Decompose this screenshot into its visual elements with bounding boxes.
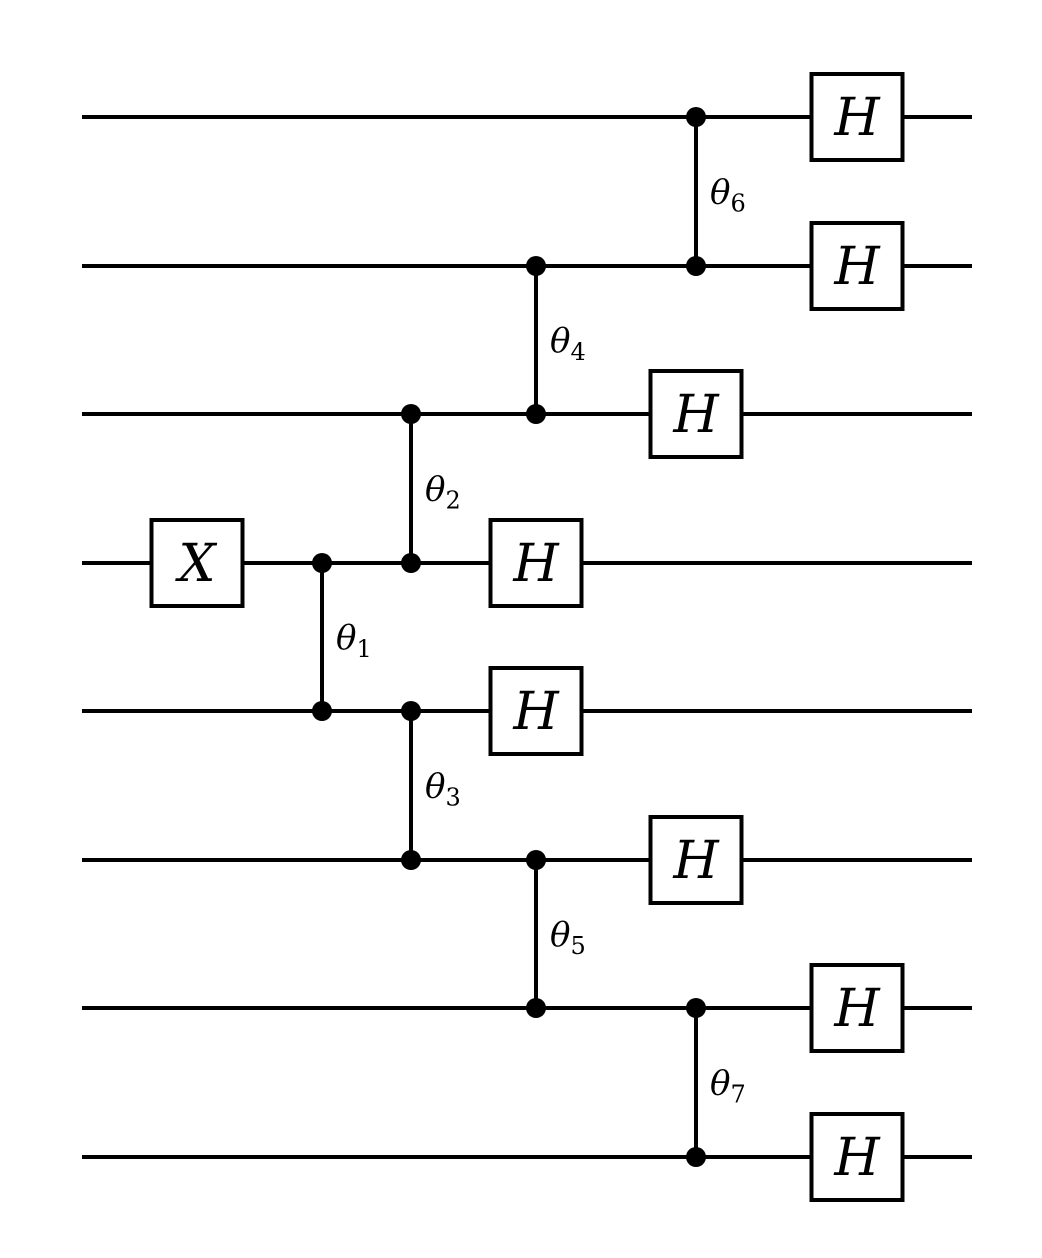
control-dot [401,404,421,424]
controlled-gate-theta-1: θ1 [312,553,372,721]
control-dot [312,553,332,573]
gate-label: H [833,979,881,1039]
control-dot [401,553,421,573]
controlled-gate-theta-7: θ7 [686,998,746,1167]
gate-h-q0: H [809,72,905,162]
gate-box [149,518,245,608]
control-dot [526,998,546,1018]
gate-h-q4: H [488,666,584,756]
theta-label: θ4 [550,321,586,366]
gate-h-q6: H [809,963,905,1053]
control-dot [686,998,706,1018]
control-dot [526,850,546,870]
controlled-gate-theta-5: θ5 [526,850,586,1018]
control-dot [401,701,421,721]
controlled-gate-theta-3: θ3 [401,701,461,870]
control-dot [686,1147,706,1167]
gate-label: H [672,831,720,891]
control-dot [686,256,706,276]
controlled-gate-theta-6: θ6 [686,107,746,276]
control-dot [686,107,706,127]
gate-box [809,221,905,311]
gate-label: H [833,88,881,148]
control-dot [312,701,332,721]
controlled-gate-theta-4: θ4 [526,256,586,424]
theta-label: θ1 [336,618,372,663]
theta-label: θ6 [710,173,746,218]
gate-label: H [833,237,881,297]
gate-label: H [512,682,560,742]
single-qubit-gates: X H H H H H H H H [149,72,905,1202]
gate-box [809,72,905,162]
theta-label: θ2 [425,470,461,515]
gate-box [648,815,744,905]
gate-box [648,369,744,459]
theta-label: θ3 [425,767,461,812]
controlled-gate-theta-2: θ2 [401,404,461,573]
gate-h-q2: H [648,369,744,459]
gate-h-q3: H [488,518,584,608]
gate-label: H [512,534,560,594]
control-dot [526,404,546,424]
gate-x-q3: X [149,518,245,608]
gate-h-q7: H [809,1112,905,1202]
gate-h-q5: H [648,815,744,905]
gate-label: H [833,1128,881,1188]
control-dot [401,850,421,870]
control-dot [526,256,546,276]
gate-box [809,1112,905,1202]
gate-box [488,518,584,608]
gate-box [809,963,905,1053]
controlled-gates: θ1 θ2 θ3 θ4 θ5 θ6 θ7 [312,107,746,1167]
gate-box [488,666,584,756]
gate-label: X [174,534,217,594]
theta-label: θ7 [710,1064,746,1109]
theta-label: θ5 [550,915,586,960]
gate-h-q1: H [809,221,905,311]
gate-label: H [672,385,720,445]
